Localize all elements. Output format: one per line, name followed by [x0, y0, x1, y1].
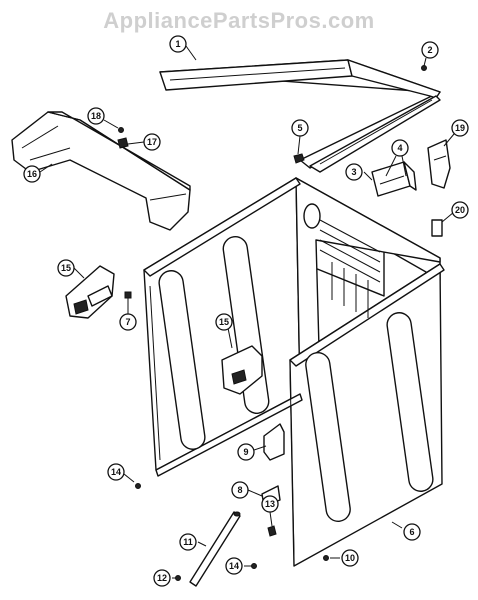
svg-text:7: 7 — [125, 317, 130, 327]
clip-7 — [124, 291, 132, 299]
svg-text:14: 14 — [111, 467, 121, 477]
callout-17: 17 — [143, 133, 161, 151]
callout-14a: 14 — [107, 463, 125, 481]
callout-16: 16 — [23, 165, 41, 183]
svg-text:20: 20 — [455, 205, 465, 215]
callout-6: 6 — [403, 523, 421, 541]
callout-2: 2 — [421, 41, 439, 59]
callout-1: 1 — [169, 35, 187, 53]
svg-text:12: 12 — [157, 573, 167, 583]
svg-text:9: 9 — [243, 447, 248, 457]
svg-text:1: 1 — [175, 39, 180, 49]
screw-14b — [251, 563, 257, 569]
clip-20 — [431, 219, 443, 237]
svg-text:2: 2 — [427, 45, 432, 55]
svg-text:11: 11 — [183, 537, 193, 547]
callout-5: 5 — [291, 119, 309, 137]
callout-11: 11 — [179, 533, 197, 551]
cabinet-body — [143, 177, 445, 567]
callout-12: 12 — [153, 569, 171, 587]
callout-9: 9 — [237, 443, 255, 461]
callout-7: 7 — [119, 313, 137, 331]
svg-text:14: 14 — [229, 561, 239, 571]
side-bracket-19 — [427, 139, 451, 189]
svg-text:6: 6 — [409, 527, 414, 537]
clip-17 — [117, 137, 129, 149]
nut-5 — [293, 153, 305, 164]
svg-text:16: 16 — [27, 169, 37, 179]
callout-19: 19 — [451, 119, 469, 137]
svg-text:10: 10 — [345, 553, 355, 563]
callout-14b: 14 — [225, 557, 243, 575]
callout-20: 20 — [451, 201, 469, 219]
callout-15a: 15 — [57, 259, 75, 277]
callout-4: 4 — [391, 139, 409, 157]
support-rod-11 — [189, 511, 241, 587]
screw-18 — [118, 127, 124, 133]
nut-13 — [267, 525, 277, 537]
svg-text:15: 15 — [219, 317, 229, 327]
svg-text:18: 18 — [91, 111, 101, 121]
screw-10 — [323, 555, 329, 561]
callout-15b: 15 — [215, 313, 233, 331]
leader-lines — [39, 45, 455, 579]
hinge-bracket-15a — [65, 265, 115, 319]
mounting-bracket-3-4 — [371, 161, 417, 197]
svg-text:5: 5 — [297, 123, 302, 133]
screw-14a — [135, 483, 141, 489]
callout-8: 8 — [231, 481, 249, 499]
svg-text:4: 4 — [397, 143, 402, 153]
callout-3: 3 — [345, 163, 363, 181]
watermark: AppliancePartsPros.com — [103, 8, 375, 33]
bracket-9 — [263, 423, 285, 461]
svg-text:19: 19 — [455, 123, 465, 133]
svg-text:3: 3 — [351, 167, 356, 177]
top-frame-bracket — [159, 59, 441, 173]
svg-text:17: 17 — [147, 137, 157, 147]
screw-12 — [175, 575, 181, 581]
svg-text:13: 13 — [265, 499, 275, 509]
svg-text:15: 15 — [61, 263, 71, 273]
callout-10: 10 — [341, 549, 359, 567]
callout-18: 18 — [87, 107, 105, 125]
screw-2 — [421, 65, 427, 71]
hinge-bracket-15b — [221, 345, 263, 395]
callout-13: 13 — [261, 495, 279, 513]
svg-text:8: 8 — [237, 485, 242, 495]
